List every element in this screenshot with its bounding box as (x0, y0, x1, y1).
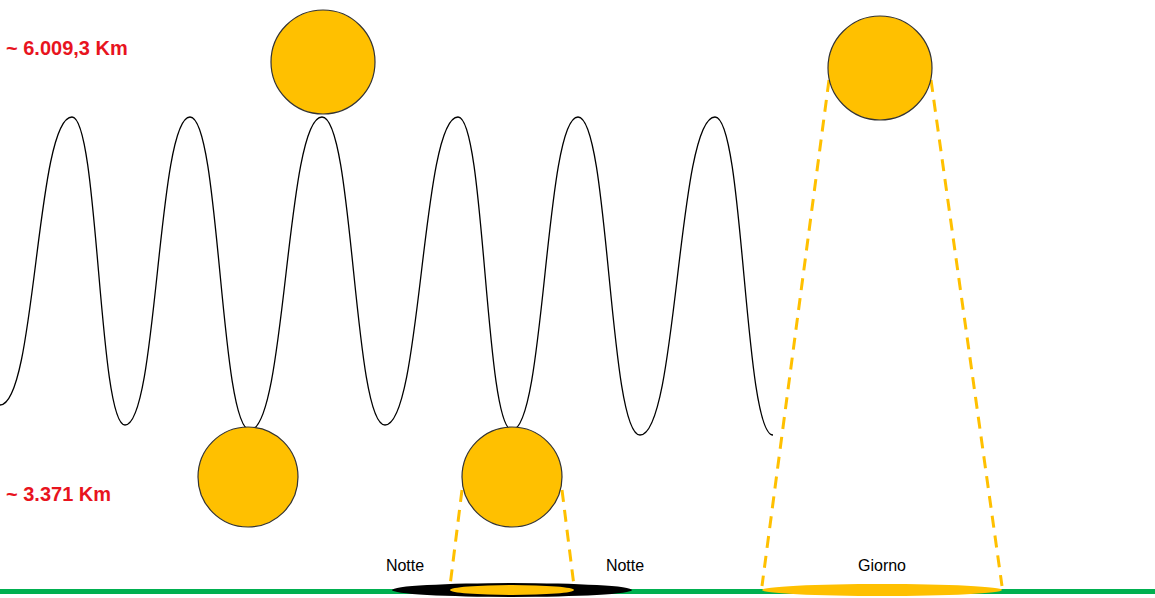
light-cone (450, 80, 1002, 586)
spiral-path (0, 117, 773, 435)
day-label: Giorno (858, 556, 906, 575)
distance-label: ~ 6.009,3 Km (6, 36, 128, 60)
sun (198, 10, 932, 527)
distance-label: ~ 3.371 Km (6, 482, 111, 506)
night-label: Notte (606, 556, 644, 575)
day-spot (762, 584, 1002, 596)
night-spot (392, 583, 632, 597)
night-label: Notte (386, 556, 424, 575)
lit-spot (450, 585, 574, 595)
